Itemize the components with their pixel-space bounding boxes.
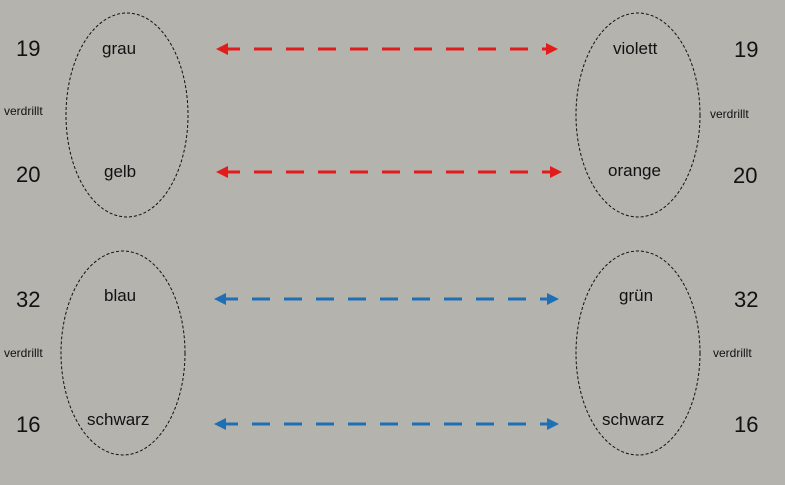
twist-label-right-1: verdrillt bbox=[710, 107, 749, 121]
wire-color-right-top-2: grün bbox=[619, 286, 654, 305]
pair-oval-left-top bbox=[65, 12, 189, 218]
pair-oval-right-top bbox=[575, 12, 701, 218]
pin-number-right-top-1: 19 bbox=[734, 37, 759, 62]
pin-number-right-top-2: 32 bbox=[734, 287, 759, 312]
twist-label-right-2: verdrillt bbox=[713, 346, 752, 360]
twist-label-left-2: verdrillt bbox=[4, 346, 43, 360]
wire-color-left-bottom-1: gelb bbox=[104, 162, 137, 181]
pair-oval-right-bottom bbox=[575, 250, 701, 456]
pin-number-left-top-1: 19 bbox=[16, 36, 41, 61]
wire-color-right-top-1: violett bbox=[613, 39, 658, 58]
wire-color-right-bottom-1: orange bbox=[608, 161, 661, 180]
twist-label-left-1: verdrillt bbox=[4, 104, 43, 118]
pin-number-left-bottom-1: 20 bbox=[16, 162, 41, 187]
wire-color-right-bottom-2: schwarz bbox=[602, 410, 665, 429]
pin-number-right-bottom-2: 16 bbox=[734, 412, 759, 437]
wire-color-left-bottom-2: schwarz bbox=[87, 410, 150, 429]
wire-color-left-top-2: blau bbox=[104, 286, 137, 305]
pin-number-left-top-2: 32 bbox=[16, 287, 41, 312]
pin-number-right-bottom-1: 20 bbox=[733, 163, 758, 188]
pin-number-left-bottom-2: 16 bbox=[16, 412, 41, 437]
wire-color-left-top-1: grau bbox=[102, 39, 137, 58]
pair-oval-left-bottom bbox=[60, 250, 186, 456]
